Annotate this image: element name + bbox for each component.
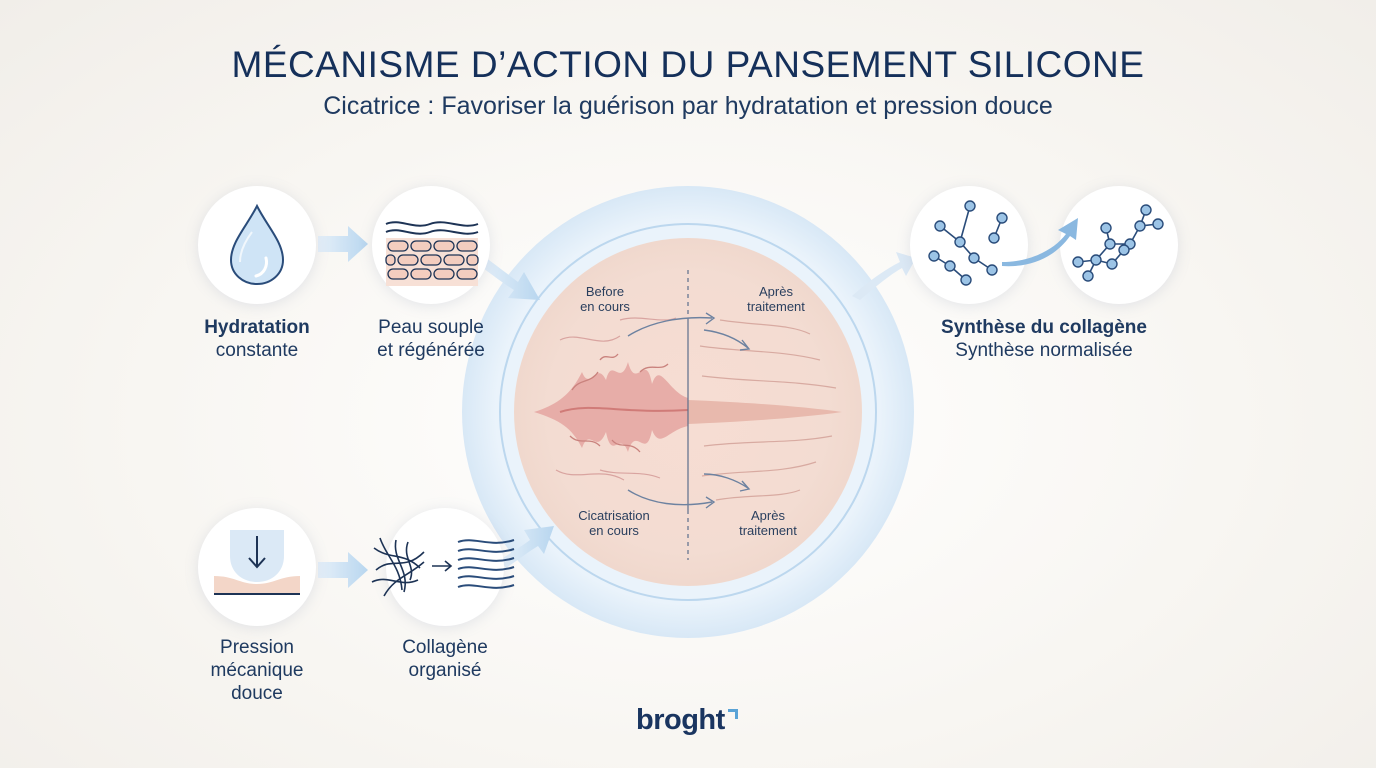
- brand-logo: broght: [636, 704, 725, 736]
- transition-arrows: [627, 312, 751, 509]
- scar-after-shape: [688, 400, 842, 424]
- page-subtitle: Cicatrice : Favoriser la guérison par hy…: [323, 92, 1053, 120]
- hydration-label: Hydratation constante: [204, 317, 310, 361]
- skin-label: Peau souple et régénérée: [377, 317, 485, 361]
- brand-mark-icon: [728, 709, 738, 719]
- collagen-label: Collagène organisé: [402, 637, 488, 681]
- scar-before-shape: [534, 362, 688, 452]
- synthesis-circle-right: [1060, 186, 1178, 304]
- synthesis-label: Synthèse du collagène Synthèse normalisé…: [941, 317, 1147, 361]
- collagen-circle: [386, 508, 504, 626]
- pressure-label: Pression mécanique douce: [210, 637, 304, 704]
- page-title: MÉCANISME D’ACTION DU PANSEMENT SILICONE: [231, 44, 1145, 85]
